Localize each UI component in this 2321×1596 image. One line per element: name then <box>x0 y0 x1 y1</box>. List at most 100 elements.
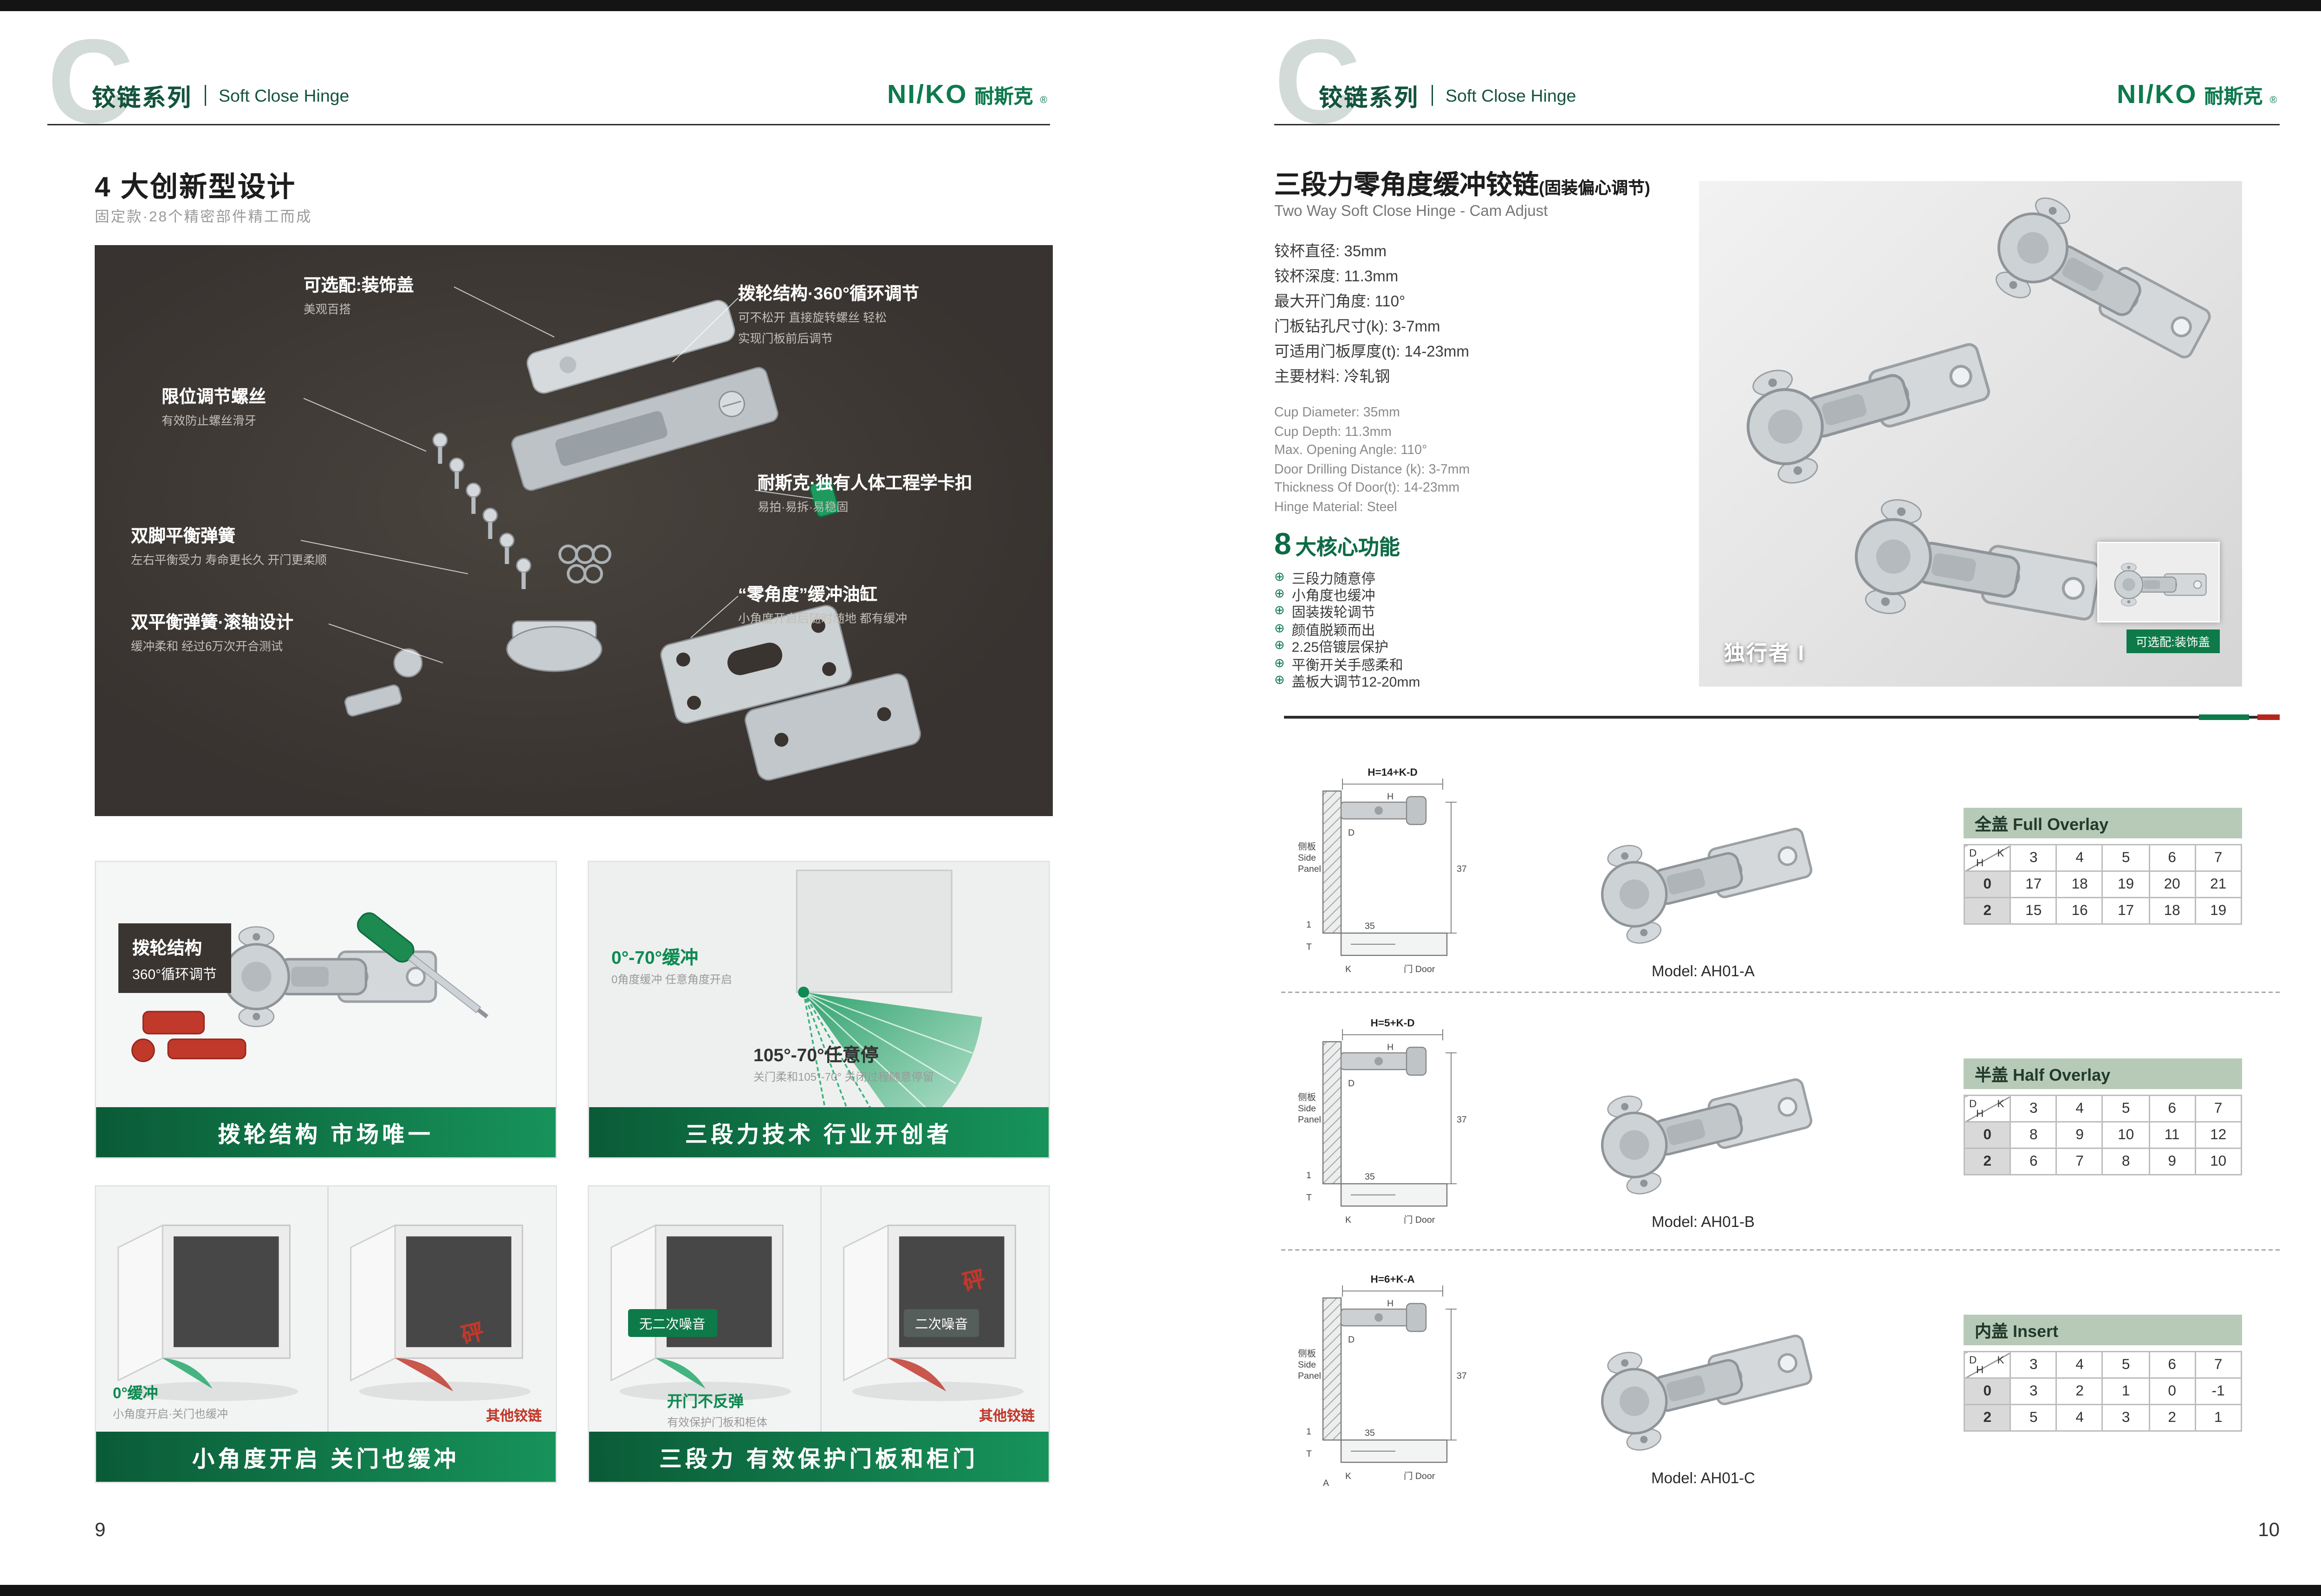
spec-line: 铰杯深度: 11.3mm <box>1274 269 1399 285</box>
table-title: 内盖 Insert <box>1964 1315 2242 1345</box>
feature-heading-text: 大核心功能 <box>1295 536 1400 560</box>
value-cell: 12 <box>2194 1121 2243 1149</box>
spec-line: Max. Opening Angle: 110° <box>1274 443 1427 458</box>
k-header-cell: 3 <box>2010 1095 2057 1122</box>
callout-sub: 小角度开启后随时随地 都有缓冲 <box>738 611 908 625</box>
damping-range-label: 0°-70°缓冲 0角度缓冲 任意角度开启 <box>611 943 732 987</box>
tag-line: 360°循环调节 <box>132 968 217 983</box>
overlay-table-full: 全盖 Full Overlay D K H 3 4 5 6 7 0 17 <box>1963 808 2243 925</box>
zero-damping-label: 0°缓冲 小角度开启·关门也缓冲 <box>113 1382 228 1422</box>
value-cell: 3 <box>2010 1377 2057 1405</box>
value-cell: 19 <box>2194 897 2243 925</box>
svg-text:侧板: 侧板 <box>1298 1092 1316 1103</box>
value-cell: 17 <box>2102 897 2150 925</box>
overlay-table-insert: 内盖 Insert D K H 3 4 5 6 7 0 3 <box>1963 1315 2243 1432</box>
svg-text:K: K <box>1345 964 1351 974</box>
callout-title: 双平衡弹簧·滚轴设计 <box>131 613 294 632</box>
product-title-suffix: (固装偏心调节) <box>1539 178 1651 198</box>
corner-cell: D K H <box>1963 844 2011 872</box>
divider-red-accent <box>2257 714 2280 720</box>
callout-dial-adjust: 拨轮结构·360°循环调节 可不松开 直接旋转螺丝 轻松 实现门板前后调节 <box>738 279 919 347</box>
core-features-list: ⊕三段力随意停 ⊕小角度也缓冲 ⊕固装拨轮调节 ⊕颜值脱颖而出 ⊕2.25倍镀层… <box>1274 568 1420 691</box>
exploded-view-panel: 可选配:装饰盖 美观百搭 拨轮结构·360°循环调节 可不松开 直接旋转螺丝 轻… <box>95 245 1053 816</box>
technical-drawing: H=5+K-D H 侧板 Side Panel D 37 35 门 Door K… <box>1298 1017 1467 1225</box>
value-cell: 6 <box>2010 1148 2057 1175</box>
spec-list-en: Cup Diameter: 35mm Cup Depth: 11.3mm Max… <box>1274 404 1470 517</box>
k-header-cell: 4 <box>2055 1351 2104 1379</box>
decorative-cover-inset-photo <box>2097 542 2220 623</box>
page-number-right: 10 <box>2258 1518 2280 1540</box>
spec-line: 门板钻孔尺寸(k): 3-7mm <box>1274 319 1440 336</box>
svg-text:1: 1 <box>1306 1170 1311 1181</box>
spec-line: 主要材料: 冷轧钢 <box>1274 369 1390 386</box>
svg-text:Panel: Panel <box>1298 1371 1321 1381</box>
panel-split-divider <box>327 1187 329 1434</box>
circle-plus-icon: ⊕ <box>1274 638 1285 652</box>
svg-text:35: 35 <box>1365 1172 1375 1182</box>
svg-text:A: A <box>1323 1478 1329 1488</box>
feature-item: ⊕ 三段力随意停 <box>1274 568 1420 588</box>
model-number: Model: AH01-B <box>1652 1214 1755 1231</box>
circle-plus-icon: ⊕ <box>1274 673 1285 687</box>
callout-roller-design: 双平衡弹簧·滚轴设计 缓冲柔和 经过6万次开合测试 <box>131 607 293 655</box>
feature-count: 8 <box>1274 526 1291 561</box>
feature-panel-three-stage: 0°-70°缓冲 0角度缓冲 任意角度开启 105°-70°任意停 关门柔和10… <box>588 861 1050 1159</box>
callout-sub: 左右平衡受力 寿命更长久 开门更柔顺 <box>131 553 327 567</box>
corner-cell: D K H <box>1963 1351 2011 1379</box>
value-cell: 11 <box>2148 1121 2196 1149</box>
k-header-cell: 7 <box>2194 1351 2243 1379</box>
callout-title: 拨轮结构·360°循环调节 <box>738 284 920 304</box>
model-number: Model: AH01-C <box>1651 1471 1755 1487</box>
svg-text:Side: Side <box>1298 1360 1316 1370</box>
product-subtitle-en: Two Way Soft Close Hinge - Cam Adjust <box>1274 203 1548 220</box>
svg-text:T: T <box>1306 942 1312 952</box>
spec-line: 铰杯直径: 35mm <box>1274 244 1387 260</box>
value-cell: 19 <box>2102 870 2150 898</box>
feature-text: 盖板大调节12-20mm <box>1291 675 1420 691</box>
svg-text:35: 35 <box>1365 1428 1375 1438</box>
model-section-half-overlay: H=5+K-D H 侧板 Side Panel D 37 35 门 Door K… <box>1276 1011 2280 1251</box>
svg-text:H: H <box>1387 1298 1394 1309</box>
svg-text:侧板: 侧板 <box>1298 842 1316 852</box>
table-title: 全盖 Full Overlay <box>1964 808 2242 838</box>
svg-text:Panel: Panel <box>1298 1115 1321 1125</box>
dimension-table: D K H 3 4 5 6 7 0 3 2 1 0 -1 <box>1963 1351 2243 1432</box>
svg-text:H=6+K-A: H=6+K-A <box>1370 1273 1414 1285</box>
callout-sub: 美观百搭 <box>304 302 351 316</box>
svg-text:D: D <box>1348 1335 1355 1345</box>
trim-bar-top <box>0 0 2321 11</box>
k-header-cell: 5 <box>2102 1095 2150 1122</box>
svg-text:Panel: Panel <box>1298 864 1321 874</box>
panel-banner: 拨轮结构 市场唯一 <box>96 1107 556 1157</box>
value-cell: 3 <box>2102 1404 2150 1432</box>
circle-plus-icon: ⊕ <box>1274 621 1285 635</box>
spec-line: 最大开门角度: 110° <box>1274 294 1406 311</box>
callout-twin-spring: 双脚平衡弹簧 左右平衡受力 寿命更长久 开门更柔顺 <box>131 521 327 568</box>
hinge-product-photo <box>1571 1295 1835 1468</box>
series-name-cn: 铰链系列 <box>1319 85 1419 111</box>
hinge-photo-top <box>1969 189 2234 373</box>
svg-text:门 Door: 门 Door <box>1404 1215 1435 1225</box>
callout-sub: 实现门板前后调节 <box>738 331 833 345</box>
svg-text:1: 1 <box>1306 920 1311 930</box>
spec-list-cn: 铰杯直径: 35mm 铰杯深度: 11.3mm 最大开门角度: 110° 门板钻… <box>1274 240 1469 390</box>
svg-text:门 Door: 门 Door <box>1404 1471 1435 1481</box>
feature-item: ⊕平衡开关手感柔和 <box>1274 655 1420 674</box>
label-sub: 0角度缓冲 任意角度开启 <box>611 973 733 986</box>
left-page-title: 4 大创新型设计 <box>95 173 297 203</box>
value-cell: 18 <box>2055 870 2104 898</box>
hinge-photo-bottom <box>1833 468 2118 668</box>
left-page-subtitle: 固定款·28个精密部件精工而成 <box>95 209 312 226</box>
feature-text: 三段力随意停 <box>1291 572 1375 588</box>
value-cell: 15 <box>2010 897 2057 925</box>
k-header-cell: 3 <box>2010 844 2057 872</box>
callout-title: “零角度”缓冲油缸 <box>738 585 878 604</box>
spec-line: Hinge Material: Steel <box>1274 499 1397 515</box>
circle-plus-icon: ⊕ <box>1274 569 1285 584</box>
panel-banner: 三段力技术 行业开创者 <box>589 1107 1049 1157</box>
value-cell: -1 <box>2194 1377 2243 1405</box>
svg-text:D: D <box>1348 1078 1355 1089</box>
label-text: 0°缓冲 <box>113 1386 158 1402</box>
brand-logo-cn: 耐斯克 <box>974 85 1033 107</box>
no-rebound-label: 开门不反弹 有效保护门板和柜体 <box>667 1390 767 1430</box>
